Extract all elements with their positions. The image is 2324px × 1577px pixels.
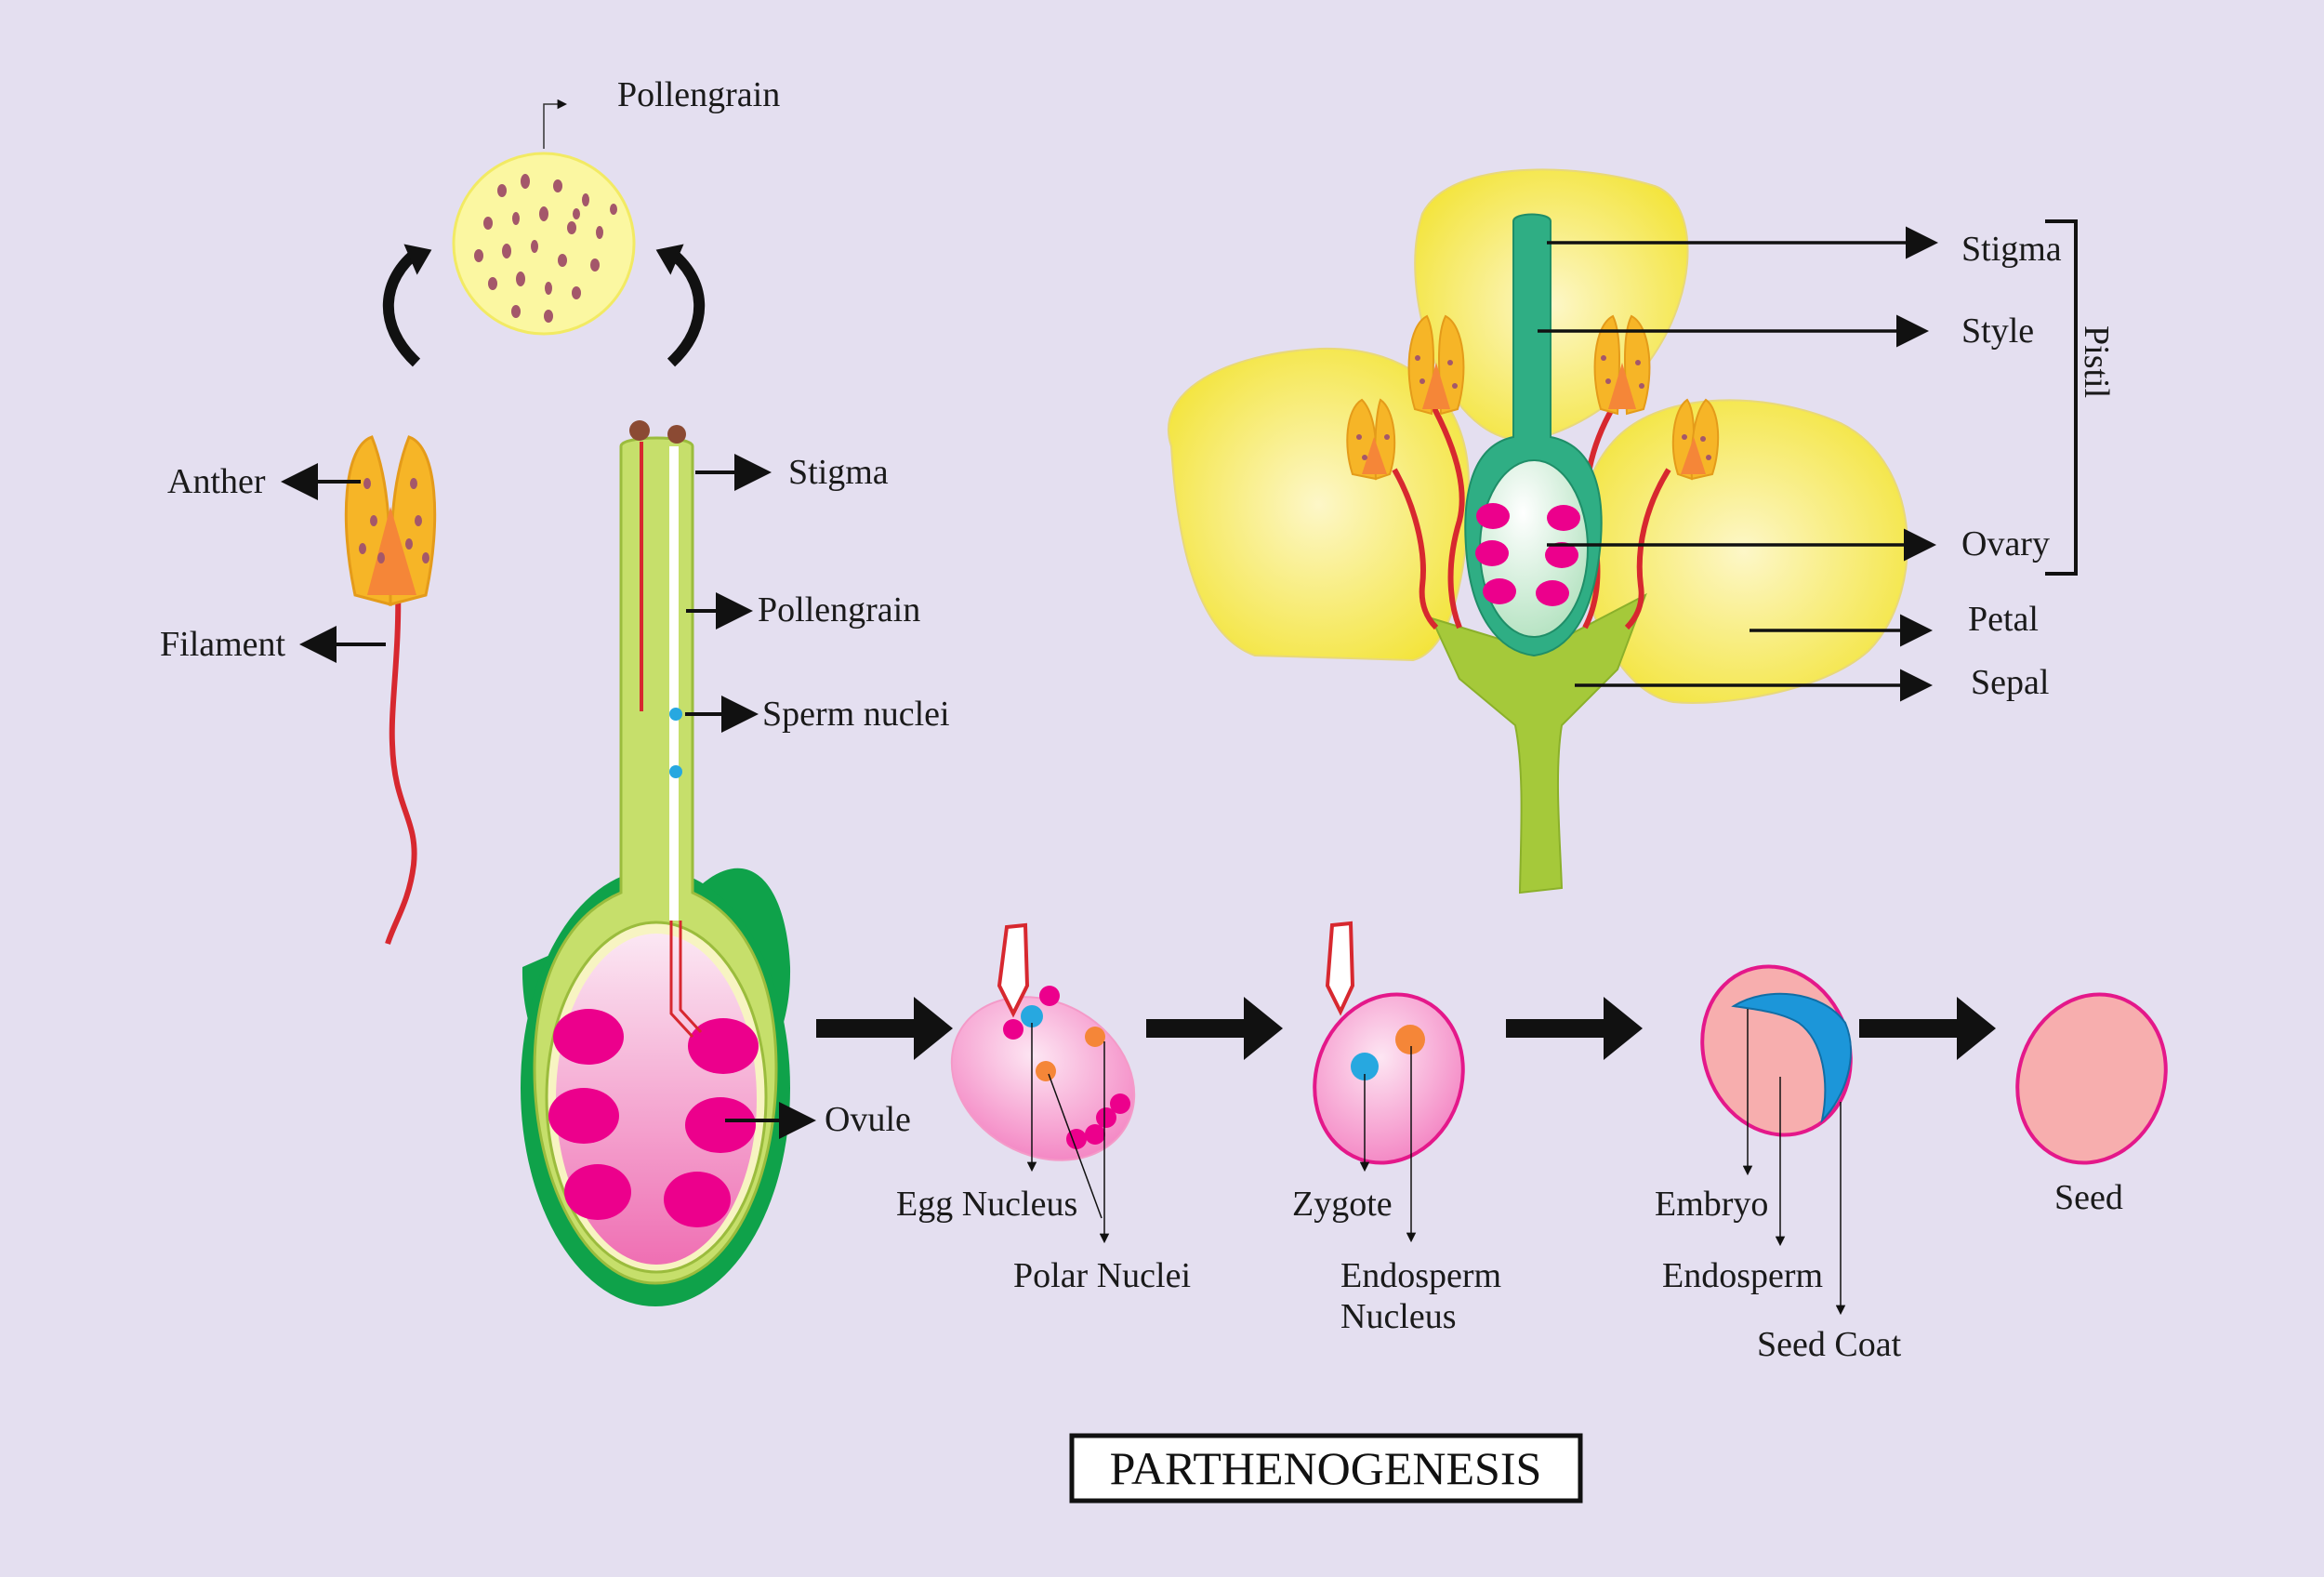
stage-embryo: Embryo Endosperm Seed Coat [1655, 964, 1902, 1364]
ovule-nuclei [548, 1009, 759, 1227]
stage-egg: Egg Nucleus Polar Nuclei [896, 922, 1191, 1295]
egg-nucleus-dot [1021, 1005, 1043, 1027]
anther-label: Anther [167, 462, 266, 501]
pistil-label: Pistil [2077, 325, 2116, 398]
filament-label: Filament [160, 625, 286, 664]
stage-zygote: Zygote Endosperm Nucleus [1292, 921, 1501, 1336]
seed-coat-label: Seed Coat [1757, 1325, 1902, 1364]
ovule-label: Ovule [825, 1100, 911, 1139]
pistil-section: Stigma Pollengrain Sperm nuclei Ovule [521, 420, 950, 1306]
zygote-dot [1351, 1053, 1379, 1080]
sepal [1430, 592, 1647, 895]
flower-petal-label: Petal [1968, 600, 2039, 639]
curved-arrow-left-head [403, 244, 432, 275]
endosperm-nucleus-label-1: Endosperm [1340, 1256, 1501, 1295]
flower-sepal-label: Sepal [1971, 663, 2049, 702]
curved-arrow-left [382, 246, 422, 367]
embryo-shape [1731, 992, 1852, 1124]
zygote-label: Zygote [1292, 1185, 1393, 1224]
stigma-label-left: Stigma [788, 453, 889, 492]
diagram-title: PARTHENOGENESIS [1110, 1442, 1542, 1494]
flower-ovary-label: Ovary [1961, 524, 2050, 563]
sperm-nucleus-1 [669, 708, 682, 721]
pollen-dots [474, 174, 617, 323]
anther-core [367, 507, 416, 595]
curved-arrow-right [666, 246, 706, 367]
seed-label: Seed [2054, 1178, 2123, 1217]
seed-shape [2015, 992, 2168, 1165]
egg-nucleus-label: Egg Nucleus [896, 1185, 1077, 1224]
flower-stamens [1346, 314, 1720, 630]
sperm-nuclei-label: Sperm nuclei [762, 695, 950, 734]
endosperm-nucleus-dot [1395, 1025, 1425, 1054]
flower-stigma-label: Stigma [1961, 230, 2062, 269]
pollen-grain-label: Pollengrain [617, 75, 780, 114]
petal-right [1578, 399, 1908, 704]
pollengrain-label-left: Pollengrain [758, 590, 920, 629]
flower: Stigma Style Ovary Petal Sepal Pistil [1168, 168, 2116, 895]
curved-arrow-right-head [655, 244, 684, 275]
endosperm-nucleus-label-2: Nucleus [1340, 1297, 1457, 1336]
polar-nuclei-label: Polar Nuclei [1013, 1256, 1191, 1295]
flower-ovules [1475, 503, 1580, 606]
filament [385, 585, 417, 945]
stage-arrows [816, 997, 1996, 1060]
anther-dots [359, 478, 429, 563]
pollen-grain: Pollengrain [382, 75, 780, 367]
embryo-label: Embryo [1655, 1185, 1768, 1224]
flower-style-label: Style [1961, 311, 2034, 351]
sperm-nucleus-2 [669, 765, 682, 778]
pollen-tube [669, 446, 679, 921]
stage-seed: Seed [2015, 992, 2168, 1217]
stamen: Anther Filament [160, 435, 437, 945]
pistil-bracket [2045, 219, 2078, 576]
title-box: PARTHENOGENESIS [1069, 1433, 1583, 1504]
endosperm-label: Endosperm [1662, 1256, 1823, 1295]
pollen-pointer [543, 99, 568, 149]
